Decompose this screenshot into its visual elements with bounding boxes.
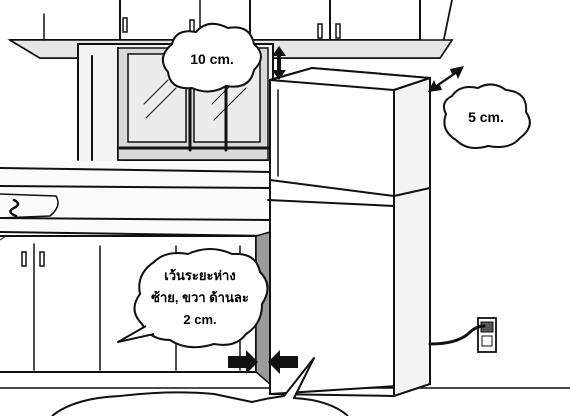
wall-outlet [428, 317, 497, 353]
back-clearance-bubble: 5 cm. [443, 83, 531, 149]
top-clearance-bubble: 10 cm. [161, 22, 262, 93]
countertop [0, 160, 271, 241]
side-clearance-arrows [228, 350, 298, 374]
side-clearance-label-line2: ซ้าย, ขวา ด้านละ [151, 290, 249, 305]
side-clearance-bubble: เว้นระยะห่าง ซ้าย, ขวา ด้านละ 2 cm. [117, 248, 269, 349]
top-clearance-arrow [272, 46, 286, 80]
back-clearance-arrow [428, 66, 464, 92]
refrigerator [267, 66, 431, 398]
side-clearance-label-line3: 2 cm. [183, 312, 216, 327]
bottom-bubble [51, 357, 349, 416]
top-clearance-label: 10 cm. [190, 51, 234, 67]
back-clearance-label: 5 cm. [468, 109, 504, 125]
side-clearance-label-line1: เว้นระยะห่าง [164, 268, 235, 283]
